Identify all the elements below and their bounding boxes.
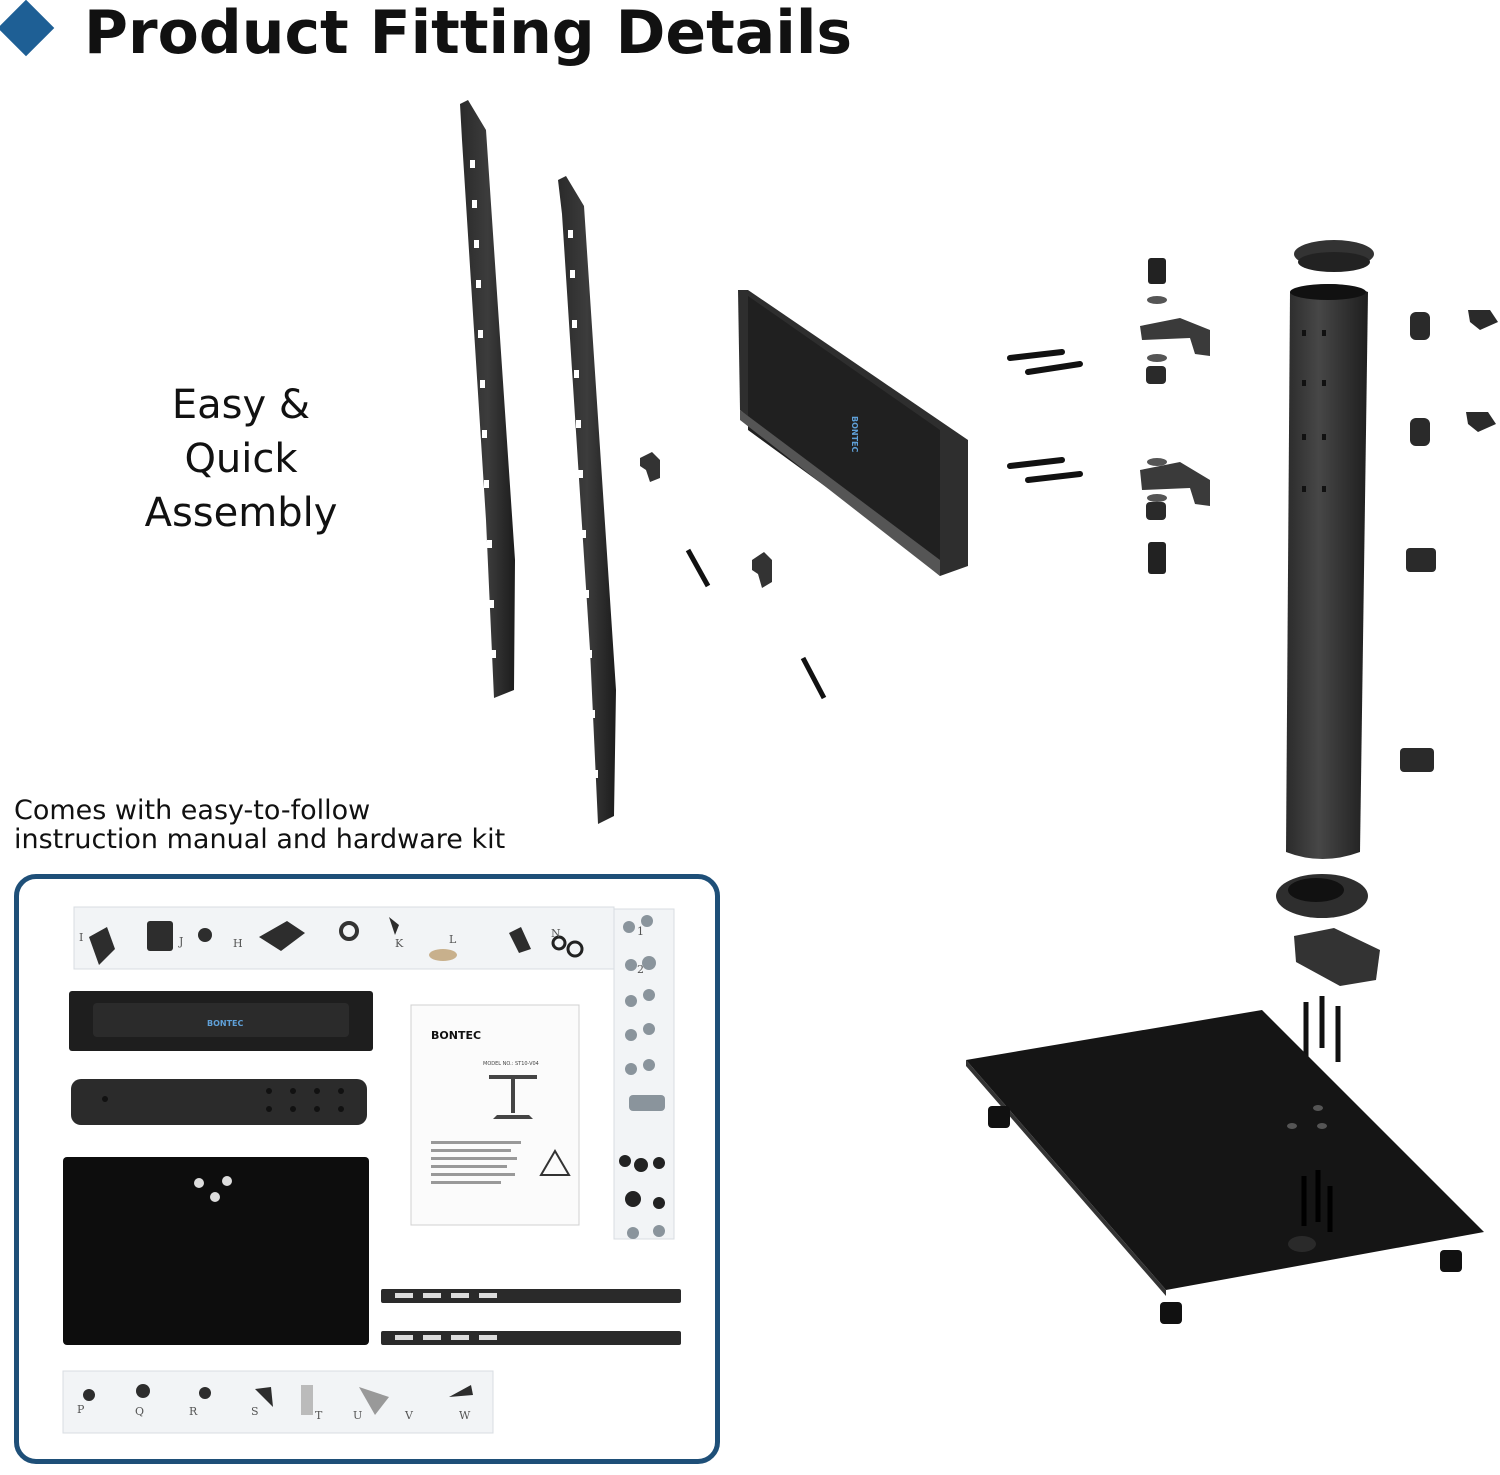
bag-label-s: S xyxy=(251,1405,259,1418)
mounting-strap-left xyxy=(460,100,515,698)
kit-base-plate xyxy=(63,1157,369,1345)
manual-model: MODEL NO.: ST10-V04 xyxy=(483,1061,539,1067)
kit-caption-line-2: instruction manual and hardware kit xyxy=(14,824,506,855)
hardware-kit-box: I J H K L N 1 2 BONTEC xyxy=(14,874,720,1464)
bag-label-j: J xyxy=(178,935,183,948)
hardware-kit-photo: I J H K L N 1 2 BONTEC xyxy=(62,906,681,1434)
hook-piece xyxy=(752,552,772,588)
bag-label-w: W xyxy=(459,1409,471,1422)
angle-bracket-lower xyxy=(1140,458,1210,574)
bolts-upper xyxy=(1007,349,1083,375)
bag-label-r: R xyxy=(189,1405,198,1418)
bolts-lower xyxy=(1007,457,1083,483)
angle-bracket-upper xyxy=(1140,258,1210,384)
rail-bracket: BONTEC xyxy=(738,290,968,576)
assembly-line-2: Assembly xyxy=(144,490,338,536)
bag-label-n: N xyxy=(551,927,561,940)
allen-key-pad xyxy=(429,949,457,961)
bag-label-h: H xyxy=(233,937,243,950)
kit-caption-line-1: Comes with easy-to-follow xyxy=(14,795,371,826)
bag-label-1: 1 xyxy=(637,925,644,938)
page-title: Product Fitting Details xyxy=(84,0,853,68)
assembly-caption: Easy & Quick Assembly xyxy=(116,378,366,540)
hook-piece xyxy=(640,452,660,482)
kit-caption: Comes with easy-to-follow instruction ma… xyxy=(14,796,514,854)
bag-label-l: L xyxy=(449,933,457,946)
hardware-bag-parts-bottom xyxy=(83,1384,473,1415)
bag-label-k: K xyxy=(395,937,404,950)
bag-label-p: P xyxy=(77,1403,85,1416)
base-connector xyxy=(1276,874,1380,1062)
instruction-manual: BONTEC MODEL NO.: ST10-V04 xyxy=(410,1004,580,1226)
support-pole xyxy=(1286,240,1374,859)
manual-brand: BONTEC xyxy=(431,1029,481,1042)
bag-label-2: 2 xyxy=(637,963,644,976)
screw xyxy=(685,548,711,588)
hardware-bag-parts-top xyxy=(89,917,584,965)
bag-label-v: V xyxy=(404,1409,414,1422)
side-hardware xyxy=(1400,310,1498,772)
screw xyxy=(800,656,827,700)
kit-pole xyxy=(71,1079,367,1125)
hardware-bags-bottom xyxy=(62,1370,494,1434)
hardware-bag-column-parts xyxy=(619,915,665,1239)
bag-label-t: T xyxy=(315,1409,323,1422)
bag-label-q: Q xyxy=(135,1405,144,1418)
rail-brand-text: BONTEC xyxy=(850,416,859,453)
kit-rail-channel: BONTEC xyxy=(69,991,373,1051)
assembly-line-1: Easy & Quick xyxy=(171,382,311,482)
kit-flat-straps xyxy=(381,1289,681,1345)
bag-label-u: U xyxy=(353,1409,362,1422)
base-plate xyxy=(966,1010,1484,1324)
mounting-strap-right xyxy=(558,176,616,824)
kit-rail-brand: BONTEC xyxy=(207,1019,244,1028)
bag-label-i: I xyxy=(79,931,83,944)
